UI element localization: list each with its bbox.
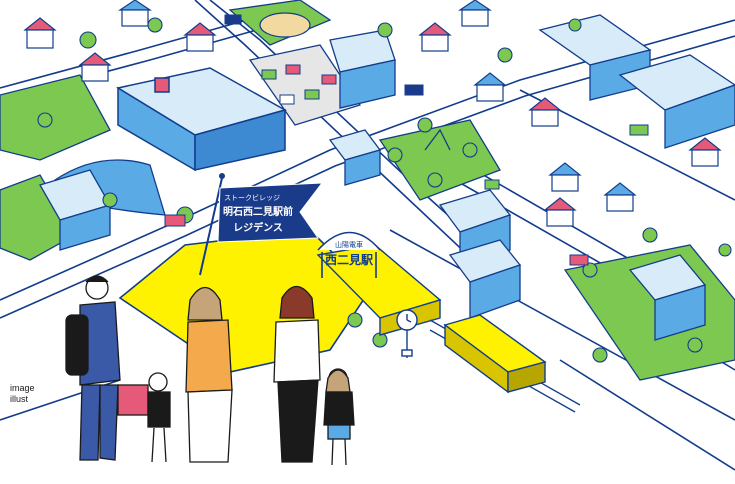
residence-flag xyxy=(217,182,324,243)
buildings xyxy=(39,14,735,341)
slide xyxy=(424,128,451,151)
trees xyxy=(37,17,732,363)
station-name: 西二見駅 xyxy=(325,252,374,267)
station-line-name: 山陽電車 xyxy=(335,240,363,249)
flag-pole-top xyxy=(219,173,225,179)
sandbox xyxy=(259,12,311,38)
station-clock xyxy=(396,309,418,358)
houses xyxy=(23,0,722,227)
flag-line-3: レジデンス xyxy=(233,221,283,234)
parked-cars xyxy=(261,64,337,105)
vehicles xyxy=(164,14,649,266)
image-caption: image illust xyxy=(10,383,35,405)
caption-line-1: image xyxy=(10,383,35,393)
flag-line-1: ストークビレッジ xyxy=(224,193,280,202)
flag-line-2: 明石西二見駅前 xyxy=(223,205,293,218)
caption-line-2: illust xyxy=(10,394,29,404)
flag-pole xyxy=(199,177,223,276)
shopping-mall xyxy=(116,67,287,172)
train xyxy=(443,314,547,394)
station-sign xyxy=(317,231,381,278)
family-group xyxy=(65,275,355,466)
